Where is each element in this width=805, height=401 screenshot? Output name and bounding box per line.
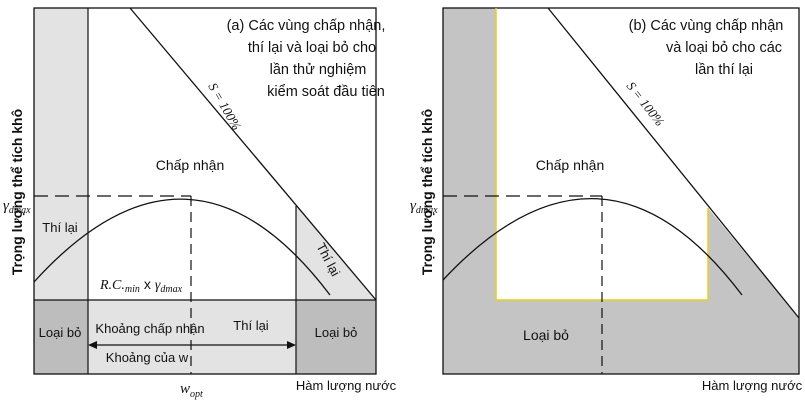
panel-a-wopt-label: wopt bbox=[180, 381, 203, 400]
panel-b-title-line-3: lần thí lại bbox=[695, 62, 753, 78]
panel-b-accept-label: Chấp nhận bbox=[536, 157, 605, 173]
panel-b-y-axis-label: Trọng lượng thể tích khô bbox=[419, 109, 435, 275]
panel-b-reject-label: Loại bỏ bbox=[523, 327, 569, 343]
compaction-curve bbox=[442, 197, 743, 296]
reject-zone bbox=[443, 8, 799, 374]
panel-a: (a) Các vùng chấp nhận, thí lại và loại … bbox=[3, 7, 397, 400]
panel-a-title-line-3: lần thử nghiệm bbox=[270, 62, 367, 78]
reject-zone-left bbox=[34, 300, 88, 374]
saturation-line bbox=[129, 7, 377, 301]
w-range-arrowhead-left bbox=[88, 341, 97, 349]
w-range-arrowhead-right bbox=[287, 341, 296, 349]
panel-b-gamma-dmax: γdmax bbox=[410, 198, 438, 216]
panel-a-y-axis-label: Trọng lượng thể tích khô bbox=[9, 109, 25, 275]
saturation-line bbox=[547, 7, 800, 319]
panel-b-s-line-label: S = 100% bbox=[624, 79, 668, 129]
panel-a-s-line-label: S = 100% bbox=[205, 80, 244, 133]
panel-a-w-range-label: Khoảng của w bbox=[106, 350, 189, 365]
panel-b: (b) Các vùng chấp nhận và loại bỏ cho cá… bbox=[410, 7, 803, 393]
panel-b-x-axis-label: Hàm lượng nước bbox=[702, 378, 803, 393]
panel-b-title-line-2: và loại bỏ cho các bbox=[666, 40, 782, 56]
panel-a-accept-label: Chấp nhận bbox=[156, 157, 225, 173]
panel-a-reject-left-label: Loại bỏ bbox=[39, 325, 82, 340]
panel-a-x-axis-label: Hàm lượng nước bbox=[296, 378, 397, 393]
panel-a-title-line-1: (a) Các vùng chấp nhận, bbox=[227, 18, 386, 34]
panel-a-accept-range-label: Khoảng chấp nhận bbox=[95, 321, 204, 336]
panel-b-title-line-1: (b) Các vùng chấp nhận bbox=[629, 18, 784, 34]
compaction-curve bbox=[33, 198, 331, 296]
panel-a-frame bbox=[33, 7, 377, 375]
retest-band bbox=[88, 300, 296, 374]
retest-zone-left bbox=[34, 8, 88, 300]
panel-a-title-line-4: kiểm soát đầu tiên bbox=[267, 84, 385, 100]
panel-a-retest-left-label: Thí lại bbox=[42, 220, 78, 235]
panel-a-gamma-dmax: γdmax bbox=[3, 198, 31, 216]
reject-zone-right bbox=[296, 300, 376, 374]
panel-a-reject-right-label: Loại bỏ bbox=[315, 325, 358, 340]
panel-b-frame bbox=[442, 7, 800, 375]
panel-a-title-line-2: thí lại và loại bỏ cho bbox=[248, 40, 376, 56]
panel-a-retest-band-label: Thí lại bbox=[233, 318, 269, 333]
